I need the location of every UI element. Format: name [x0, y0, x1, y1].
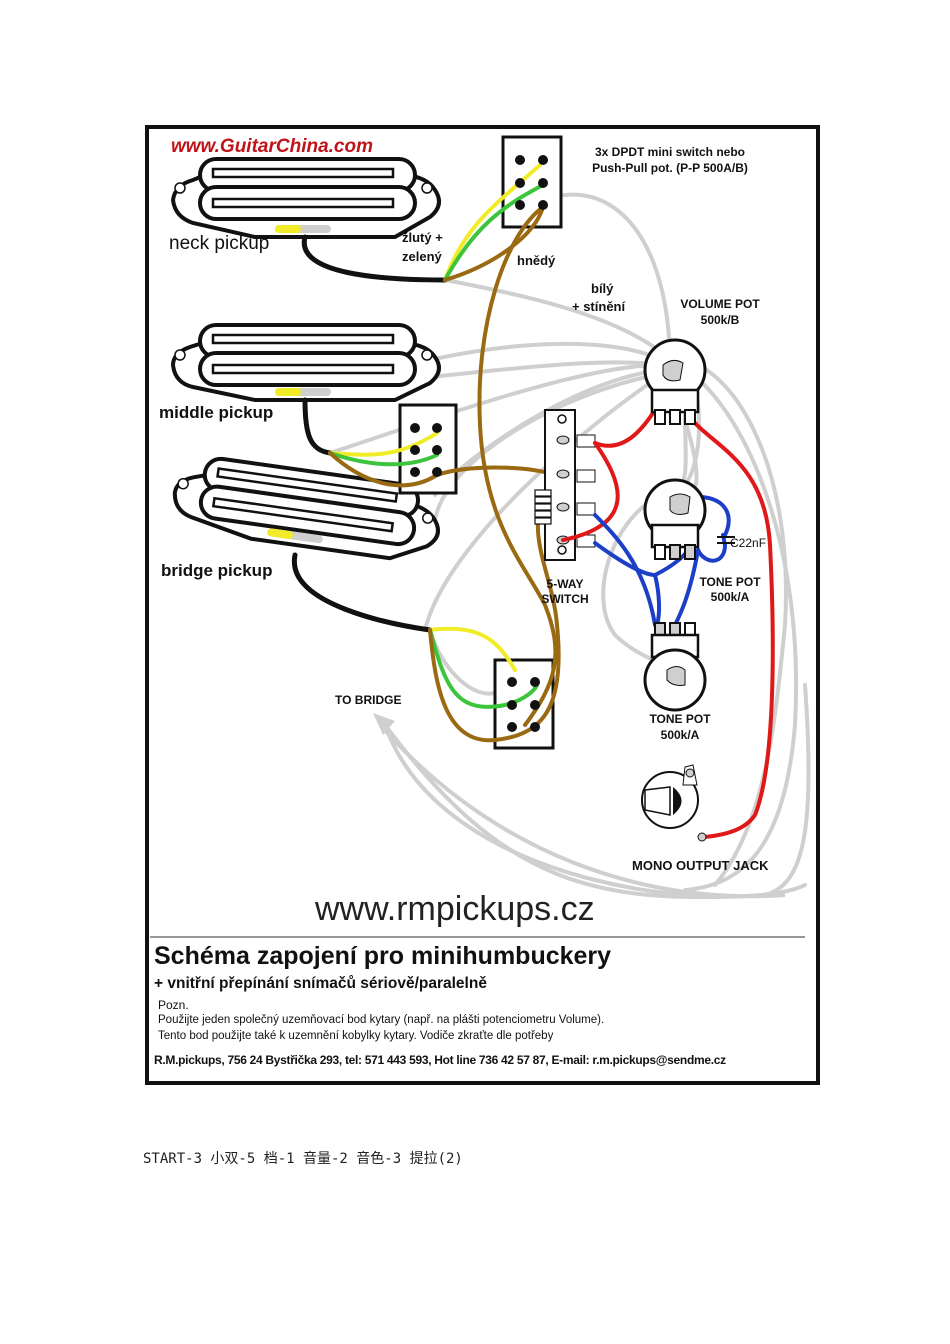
neck-pickup-icon — [170, 157, 441, 239]
note-heading: Pozn. — [158, 998, 189, 1012]
wiring-diagram: www.GuitarChina.com neck pickup middle p… — [145, 125, 820, 1085]
red-wires — [561, 408, 775, 839]
wire-label-yellow-green-1: žlutý + — [402, 230, 443, 245]
to-bridge-label: TO BRIDGE — [335, 693, 402, 707]
pickup-cables — [292, 234, 448, 633]
mini-switch-neck-icon — [501, 135, 563, 229]
bridge-pickup-icon — [172, 456, 440, 561]
diagram-canvas — [145, 125, 820, 1085]
output-jack-label: MONO OUTPUT JACK — [632, 858, 769, 873]
mini-switch-note-2: Push-Pull pot. (P-P 500A/B) — [592, 161, 748, 175]
tone-pot-2-label-1: TONE POT — [649, 712, 711, 726]
diagram-subtitle: + vnitřní přepínání snímačů sériově/para… — [154, 975, 487, 992]
mini-switch-note-1: 3x DPDT mini switch nebo — [594, 145, 746, 159]
wire-label-white-2: + stínění — [572, 299, 626, 314]
rmpickups-url: www.rmpickups.cz — [315, 890, 595, 928]
page-caption: START-3 小双-5 档-1 音量-2 音色-3 提拉(2) — [143, 1151, 463, 1167]
mini-switch-terminals — [410, 155, 548, 732]
contact-line: R.M.pickups, 756 24 Bystřička 293, tel: … — [154, 1053, 726, 1067]
volume-pot-icon — [643, 338, 707, 425]
tone-pot-1-label-2: 500k/A — [710, 590, 750, 604]
five-way-switch-icon — [534, 409, 596, 561]
to-bridge-arrow-icon — [373, 713, 395, 735]
note-line-2: Tento bod použijte také k uzemnění kobyl… — [158, 1030, 554, 1042]
five-way-switch-label-2: SWITCH — [541, 592, 589, 606]
to-bridge-wire — [378, 723, 786, 899]
tone-pot-1-label-1: TONE POT — [699, 575, 761, 589]
note-line-1: Použijte jeden společný uzemňovací bod k… — [158, 1014, 605, 1026]
neck-pickup-label: neck pickup — [169, 233, 270, 254]
tone-pot-2-label-2: 500k/A — [660, 728, 700, 742]
volume-pot-label-2: 500k/B — [700, 313, 740, 327]
guitarchina-watermark: www.GuitarChina.com — [171, 136, 373, 157]
middle-pickup-icon — [170, 323, 441, 402]
five-way-switch-label-1: 5-WAY — [546, 577, 584, 591]
wire-label-yellow-green-2: zelený — [402, 249, 442, 264]
tone-pot-1-icon — [643, 478, 707, 560]
wire-label-brown: hnědý — [517, 253, 556, 268]
diagram-border — [145, 125, 820, 1085]
output-jack-icon — [641, 764, 707, 842]
middle-pickup-label: middle pickup — [159, 403, 274, 422]
wire-label-white-1: bílý — [591, 281, 614, 296]
diagram-title: Schéma zapojení pro minihumbuckery — [154, 942, 612, 970]
volume-pot-label-1: VOLUME POT — [680, 297, 760, 311]
bridge-pickup-label: bridge pickup — [161, 561, 273, 580]
capacitor-label: C22nF — [730, 536, 767, 550]
capacitor-icon — [717, 536, 735, 544]
tone-pot-2-icon — [643, 622, 707, 712]
